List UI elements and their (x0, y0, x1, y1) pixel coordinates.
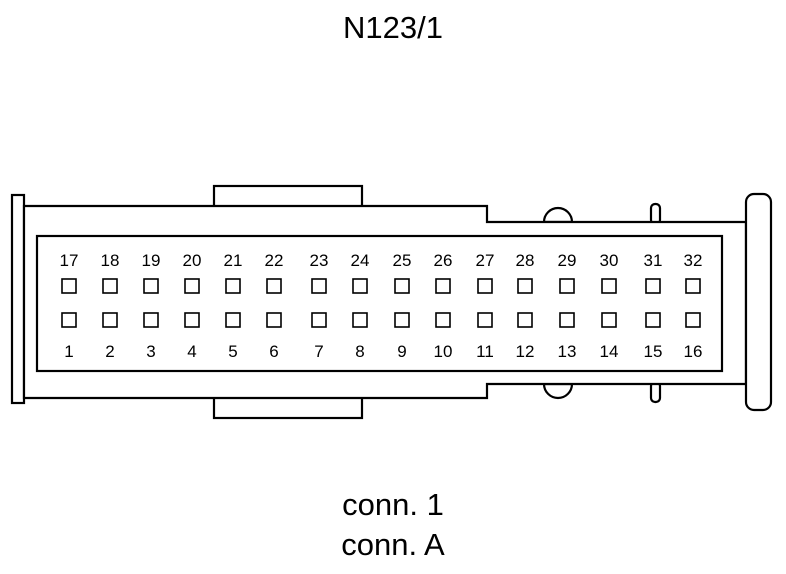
pin-cavity-top (477, 278, 493, 294)
connector-caption-line2: conn. A (341, 527, 445, 562)
pin-cavity-bottom (435, 312, 451, 328)
pin-cavity-top (311, 278, 327, 294)
pin-cavity-bottom (266, 312, 282, 328)
upper-lock-tab (212, 184, 364, 210)
pin-label-bottom: 6 (269, 342, 278, 361)
pin-cavity-bottom (352, 312, 368, 328)
pin-label-top: 29 (558, 251, 577, 270)
pin-label-top: 32 (684, 251, 703, 270)
pin-label-bottom: 16 (684, 342, 703, 361)
pin-label-top: 27 (476, 251, 495, 270)
pin-label-top: 22 (265, 251, 284, 270)
pin-label-bottom: 7 (314, 342, 323, 361)
pin-cavity-bottom (517, 312, 533, 328)
pin-cavity-bottom (225, 312, 241, 328)
pin-label-bottom: 1 (64, 342, 73, 361)
pin-label-bottom: 12 (516, 342, 535, 361)
pin-label-top: 24 (351, 251, 370, 270)
pin-label-bottom: 5 (228, 342, 237, 361)
pin-label-top: 19 (142, 251, 161, 270)
pin-label-top: 17 (60, 251, 79, 270)
pin-cavity-top (102, 278, 118, 294)
pin-cavity-bottom (645, 312, 661, 328)
pin-label-bottom: 13 (558, 342, 577, 361)
pin-label-top: 31 (644, 251, 663, 270)
pin-label-top: 30 (600, 251, 619, 270)
lower-round-bump (542, 382, 574, 400)
connector-caption-line1: conn. 1 (342, 487, 444, 522)
pin-cavity-bottom (143, 312, 159, 328)
pin-cavity-top (184, 278, 200, 294)
pin-label-top: 28 (516, 251, 535, 270)
pin-cavity-top (601, 278, 617, 294)
pin-cavity-bottom (685, 312, 701, 328)
pin-cavity-bottom (559, 312, 575, 328)
pin-cavity-top (352, 278, 368, 294)
pin-cavity-bottom (311, 312, 327, 328)
pin-cavity-top (143, 278, 159, 294)
pin-label-bottom: 2 (105, 342, 114, 361)
pin-label-bottom: 10 (434, 342, 453, 361)
lower-lock-tab (212, 394, 364, 420)
pin-cavity-top (394, 278, 410, 294)
pin-label-bottom: 4 (187, 342, 196, 361)
pin-label-bottom: 9 (397, 342, 406, 361)
pin-cavity-bottom (601, 312, 617, 328)
pin-field (35, 234, 724, 373)
pin-cavity-bottom (394, 312, 410, 328)
pin-label-bottom: 14 (600, 342, 619, 361)
pin-label-top: 18 (101, 251, 120, 270)
pin-label-bottom: 3 (146, 342, 155, 361)
pin-label-top: 26 (434, 251, 453, 270)
pin-cavity-bottom (61, 312, 77, 328)
upper-round-bump (542, 206, 574, 224)
pin-cavity-top (685, 278, 701, 294)
pin-label-top: 23 (310, 251, 329, 270)
pin-cavity-bottom (102, 312, 118, 328)
pin-cavity-top (435, 278, 451, 294)
pin-cavity-bottom (477, 312, 493, 328)
right-end-cap (744, 192, 773, 412)
connector-title: N123/1 (343, 10, 443, 45)
pin-label-top: 25 (393, 251, 412, 270)
left-end-plate (10, 193, 26, 405)
pin-cavity-top (266, 278, 282, 294)
pin-label-bottom: 11 (476, 342, 494, 361)
pin-cavity-top (225, 278, 241, 294)
pin-cavity-top (61, 278, 77, 294)
pin-label-bottom: 15 (644, 342, 663, 361)
pin-label-bottom: 8 (355, 342, 364, 361)
pin-cavity-top (645, 278, 661, 294)
pin-cavity-top (559, 278, 575, 294)
pin-label-top: 20 (183, 251, 202, 270)
pin-label-top: 21 (224, 251, 243, 270)
pin-cavity-bottom (184, 312, 200, 328)
pin-cavity-top (517, 278, 533, 294)
